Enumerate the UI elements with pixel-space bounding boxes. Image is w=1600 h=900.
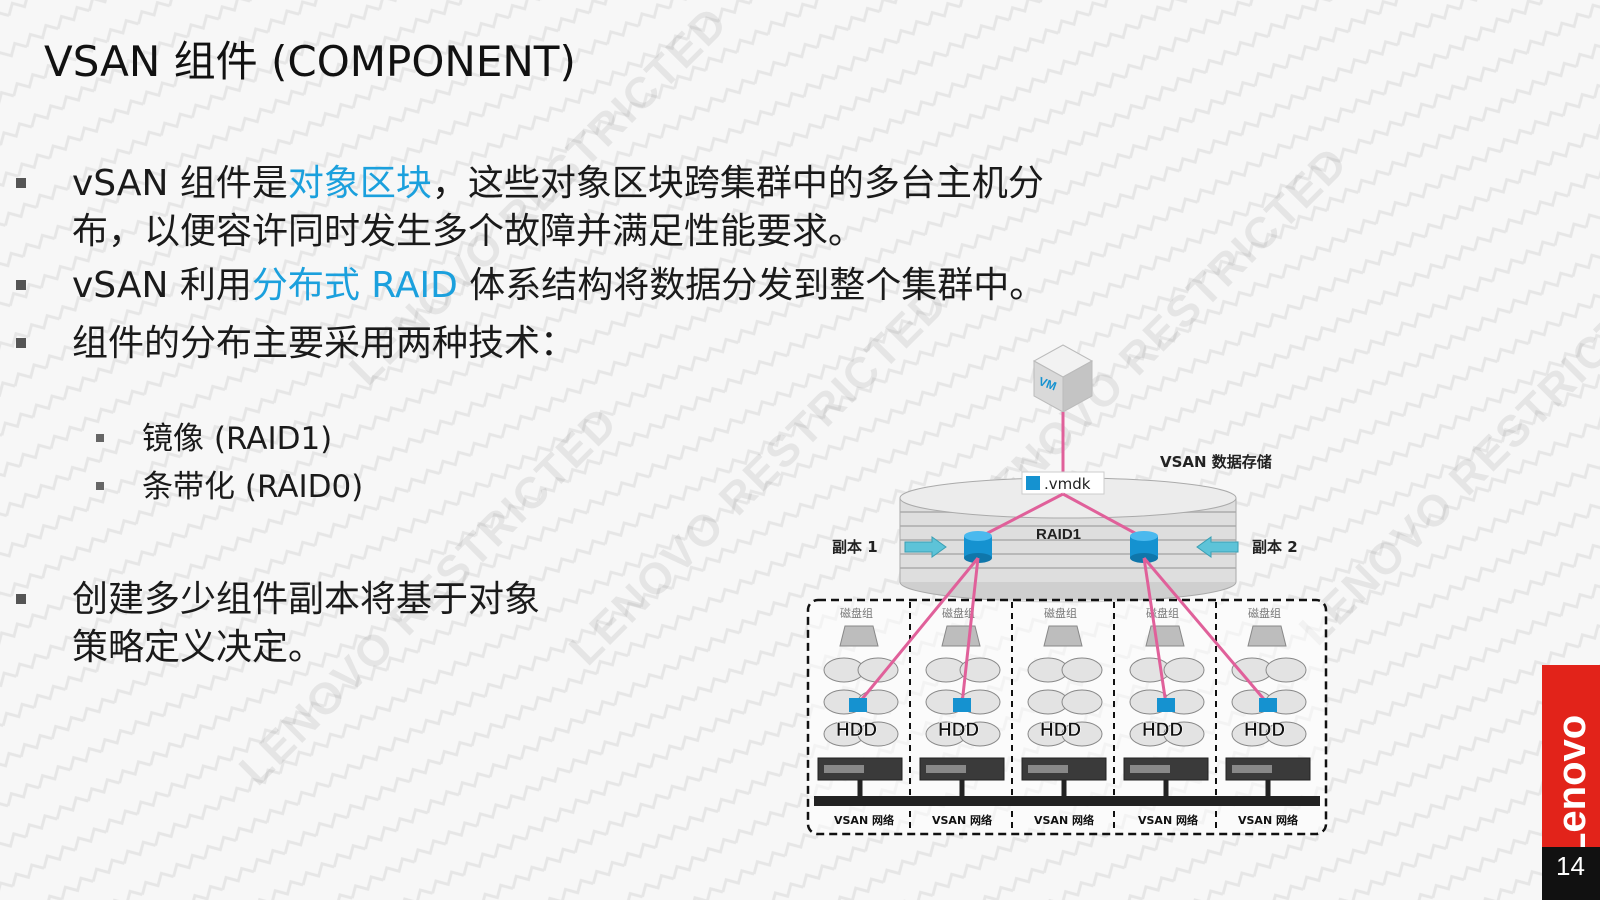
bullet-marker	[16, 280, 26, 290]
hdd-label: HDD	[1244, 720, 1285, 741]
highlight-text: 分布式 RAID	[251, 265, 458, 306]
bullet-text: 策略定义决定。	[72, 627, 325, 668]
vmdk-icon	[1026, 476, 1040, 490]
bullet-marker	[16, 338, 26, 348]
bullet-marker	[16, 594, 26, 604]
sub-bullet-text: 镜像 (RAID1)	[142, 421, 333, 457]
ssd-icon	[1145, 625, 1185, 647]
network-bar	[814, 796, 1320, 806]
ssd-icon	[941, 625, 981, 647]
hdd-label: HDD	[836, 720, 877, 741]
disk-group-label: 磁盘组	[840, 606, 873, 620]
brand-text: Lenovo	[1550, 714, 1594, 857]
page-number: 14	[1556, 851, 1585, 881]
page-number-box: 14	[1542, 847, 1600, 900]
arrow-right-icon	[904, 536, 947, 558]
highlight-text: 对象区块	[287, 163, 432, 204]
disk-group-label: 磁盘组	[1248, 606, 1281, 620]
sub-bullet-2: 条带化 (RAID0)	[96, 464, 364, 510]
sub-bullet-text: 条带化 (RAID0)	[142, 469, 364, 505]
hdd-label: HDD	[938, 720, 979, 741]
replica-2-label: 副本 2	[1252, 538, 1298, 556]
vm-cube-icon: VM	[1032, 344, 1094, 413]
bullet-marker	[96, 434, 104, 442]
datastore-label: VSAN 数据存储	[1160, 453, 1272, 471]
bullet-1: vSAN 组件是对象区块，这些对象区块跨集群中的多台主机分 布，以便容许同时发生…	[16, 160, 1172, 256]
host-3: 磁盘组 HDD VSAN 网络	[1021, 606, 1107, 827]
disk-group-label: 磁盘组	[1044, 606, 1077, 620]
raid1-label: RAID1	[1036, 526, 1081, 543]
bullet-3: 组件的分布主要采用两种技术：	[16, 320, 872, 368]
ssd-icon	[1247, 625, 1287, 647]
bullet-text: 创建多少组件副本将基于对象	[72, 579, 541, 620]
network-label: VSAN 网络	[932, 813, 992, 827]
ssd-icon	[1043, 625, 1083, 647]
bullet-4: 创建多少组件副本将基于对象 策略定义决定。	[16, 576, 672, 672]
bullet-marker	[16, 178, 26, 188]
network-label: VSAN 网络	[1138, 813, 1198, 827]
page-title: VSAN 组件 (COMPONENT)	[44, 37, 576, 86]
sub-bullet-1: 镜像 (RAID1)	[96, 416, 333, 462]
network-label: VSAN 网络	[1034, 813, 1094, 827]
bullet-text: 组件的分布主要采用两种技术：	[72, 323, 577, 364]
ssd-icon	[839, 625, 879, 647]
bullet-2: vSAN 利用分布式 RAID 体系结构将数据分发到整个集群中。	[16, 262, 1172, 310]
replica-1-label: 副本 1	[832, 538, 878, 556]
bullet-marker	[96, 482, 104, 490]
network-label: VSAN 网络	[1238, 813, 1298, 827]
vsan-diagram: VM VSAN 数据存储 .vmdk RAID1 副本 1 副本 2	[806, 344, 1328, 836]
lenovo-logo: Lenovo	[1542, 665, 1600, 870]
bullet-text: ，这些对象区块跨集群中的多台主机分	[431, 163, 1044, 204]
hdd-label: HDD	[1040, 720, 1081, 741]
bullet-text: 体系结构将数据分发到整个集群中。	[457, 265, 1046, 306]
arrow-left-icon	[1196, 536, 1239, 558]
network-label: VSAN 网络	[834, 813, 894, 827]
disk-component	[849, 698, 1277, 712]
bullet-text: vSAN 组件是	[72, 163, 288, 204]
vm-label: VM	[1037, 374, 1059, 393]
hdd-label: HDD	[1142, 720, 1183, 741]
vmdk-label: .vmdk	[1044, 475, 1091, 493]
component-replica-1	[964, 531, 992, 563]
disk-group-label: 磁盘组	[942, 606, 975, 620]
bullet-text: 布，以便容许同时发生多个故障并满足性能要求。	[72, 211, 865, 252]
bullet-text: vSAN 利用	[72, 265, 252, 306]
